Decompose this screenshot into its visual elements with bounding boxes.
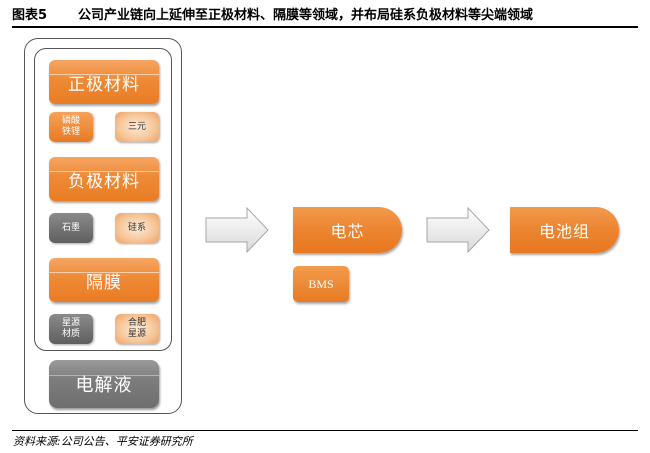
silicon-box: 硅系: [115, 213, 159, 243]
cell-label: 电芯: [330, 222, 365, 241]
battery-pack-label: 电池组: [538, 222, 590, 241]
top-rule: [12, 26, 638, 28]
graphite-box: 石墨: [49, 213, 93, 243]
figure-label: 图表5: [12, 8, 48, 23]
senior-material-box: 星源 材质: [49, 314, 93, 344]
separator-box: 隔膜: [49, 258, 159, 302]
figure-title: 公司产业链向上延伸至正极材料、隔膜等领域，并布局硅系负极材料等尖端领域: [78, 8, 534, 23]
electrolyte-label: 电解液: [75, 375, 133, 396]
bms-box: BMS: [293, 266, 349, 302]
arrow-right-icon: [205, 207, 269, 253]
anode-material-label: 负极材料: [68, 171, 140, 192]
separator-label: 隔膜: [86, 272, 122, 293]
arrow-right-icon: [426, 207, 490, 253]
cathode-material-label: 正极材料: [68, 74, 140, 95]
ternary-box: 三元: [115, 112, 159, 142]
cathode-material-box: 正极材料: [49, 60, 159, 104]
cell-box: 电芯: [293, 207, 402, 253]
anode-material-box: 负极材料: [49, 157, 159, 201]
lfp-box: 磷酸 铁锂: [49, 112, 93, 142]
battery-pack-box: 电池组: [510, 207, 619, 253]
bms-label: BMS: [308, 276, 334, 291]
source-note: 资料来源:公司公告、平安证券研究所: [13, 435, 193, 448]
electrolyte-box: 电解液: [49, 360, 159, 408]
hefei-xingyuan-box: 合肥 星源: [115, 314, 159, 344]
bottom-rule: [12, 430, 638, 431]
